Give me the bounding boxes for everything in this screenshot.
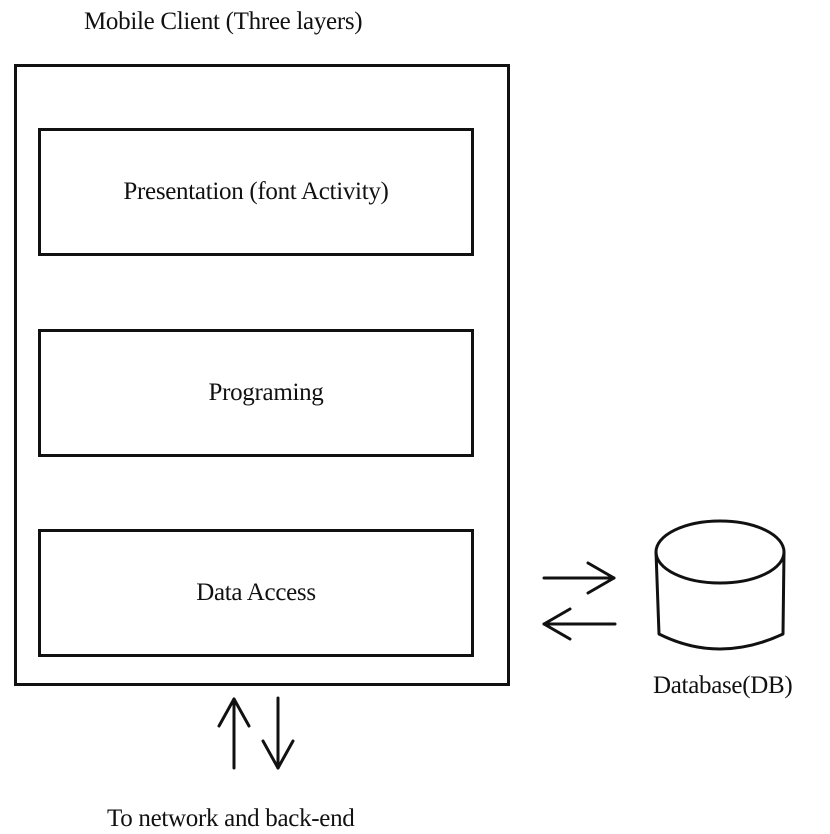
arrow-up-icon [217,697,251,770]
arrow-right-icon [542,561,616,595]
database-label: Database(DB) [653,672,793,699]
arrow-left-icon [542,607,617,641]
layer-data-access: Data Access [38,529,474,657]
layer-presentation: Presentation (font Activity) [38,128,474,256]
diagram-title: Mobile Client (Three layers) [84,8,363,35]
mobile-client-container [14,64,510,686]
db-arrows-icon [542,561,617,641]
network-label: To network and back-end [107,805,355,832]
layer-data-access-label: Data Access [196,579,316,606]
network-arrows-icon [217,696,295,770]
layer-programing-label: Programing [208,379,324,406]
arrow-down-icon [261,696,295,770]
layer-programing: Programing [38,329,474,457]
layer-presentation-label: Presentation (font Activity) [123,178,389,205]
database-cylinder-icon [654,519,786,651]
